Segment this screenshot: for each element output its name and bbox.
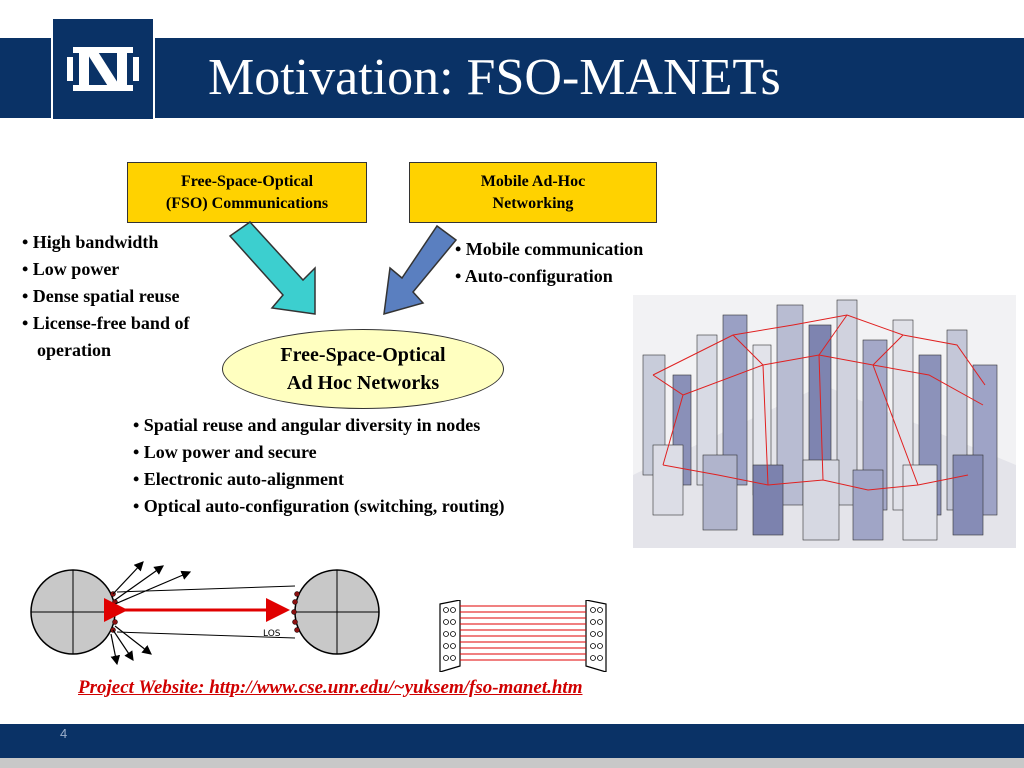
page-number: 4 [60, 726, 68, 741]
fso-benefits-list: • High bandwidth • Low power • Dense spa… [22, 229, 189, 364]
project-website-link[interactable]: Project Website: http://www.cse.unr.edu/… [78, 677, 583, 698]
list-item: • Mobile communication [455, 239, 644, 259]
slide-title: Motivation: FSO-MANETs [208, 49, 781, 106]
list-item: • Dense spatial reuse [22, 286, 180, 306]
ellipse-line: Ad Hoc Networks [286, 372, 440, 394]
optical-panels-diagram [439, 600, 607, 672]
fso-box-line: (FSO) Communications [165, 194, 329, 212]
list-item: • Low power and secure [133, 442, 317, 462]
blue-arrow [383, 224, 458, 316]
fso-communications-box: Free-Space-Optical (FSO) Communications [127, 162, 367, 223]
los-transceiver-diagram: LOS [30, 561, 380, 666]
manet-benefits-list: • Mobile communication • Auto-configurat… [455, 236, 643, 290]
manet-box-line: Mobile Ad-Hoc [480, 172, 586, 190]
list-item: • High bandwidth [22, 232, 159, 252]
list-item: • License-free band of [22, 313, 190, 333]
teal-arrow [228, 221, 316, 315]
fso-adhoc-networks-ellipse: Free-Space-Optical Ad Hoc Networks [222, 329, 504, 409]
manet-box: Mobile Ad-Hoc Networking [409, 162, 657, 223]
fso-manet-features-list: • Spatial reuse and angular diversity in… [133, 412, 504, 520]
list-item: • Auto-configuration [455, 266, 613, 286]
header-bar [0, 38, 1024, 118]
list-item: • Optical auto-configuration (switching,… [133, 496, 505, 516]
ellipse-line: Free-Space-Optical [280, 344, 446, 366]
list-item: operation [37, 340, 111, 360]
city-network-illustration [633, 295, 1016, 548]
manet-box-line: Networking [492, 194, 574, 212]
list-item: • Electronic auto-alignment [133, 469, 344, 489]
list-item: • Spatial reuse and angular diversity in… [133, 415, 481, 435]
list-item: • Low power [22, 259, 120, 279]
fso-box-line: Free-Space-Optical [180, 172, 314, 190]
footer-strip [0, 758, 1024, 768]
university-logo [51, 17, 155, 121]
los-label: LOS [263, 629, 281, 639]
